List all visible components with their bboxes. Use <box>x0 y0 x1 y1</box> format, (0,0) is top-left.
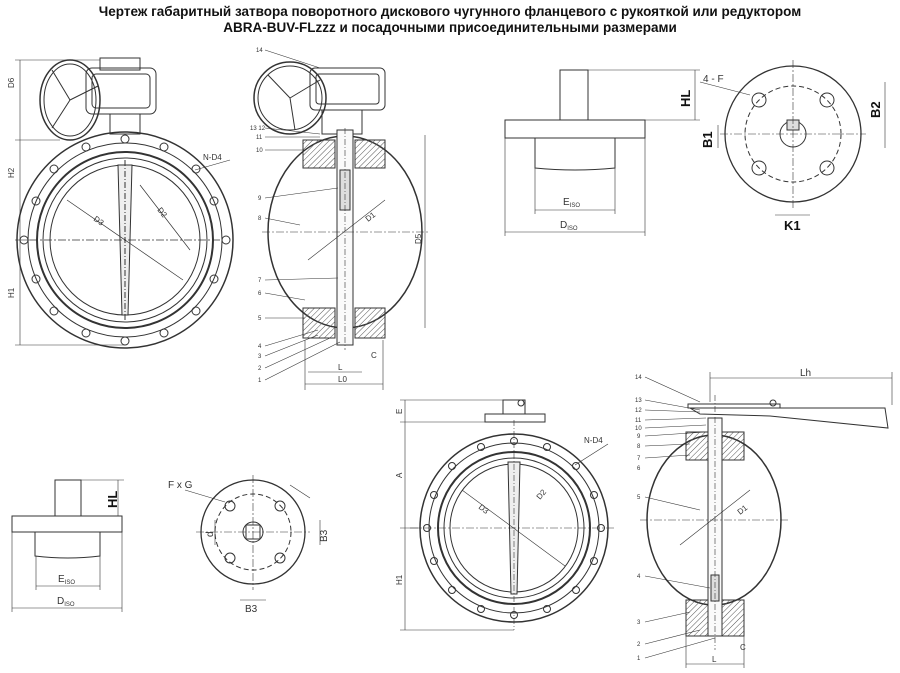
handle-mount-d-label: d <box>205 531 216 537</box>
handle-side-part-10: 10 <box>635 426 642 432</box>
gear-side-part-numbers: 14 13 12 11 10 9 8 7 6 5 4 3 2 1 <box>250 48 266 384</box>
handle-side-part-1: 1 <box>637 656 641 662</box>
gear-side-part-5: 5 <box>258 316 262 322</box>
gear-side-part-6: 6 <box>258 291 262 297</box>
handle-side-part-numbers: 14 13 12 11 10 9 8 7 6 5 4 3 2 1 <box>635 375 642 662</box>
handle-side-part-11: 11 <box>635 418 642 424</box>
handle-side-l-label: L <box>712 655 717 664</box>
handle-side-c-label: C <box>740 643 746 652</box>
handle-front-e-label: E <box>395 409 404 414</box>
gear-side-part-7: 7 <box>258 278 262 284</box>
gear-side-c-label: C <box>371 351 377 360</box>
handle-mount-b3-bottom-label: B3 <box>245 604 258 615</box>
handle-front-a-label: A <box>395 472 404 478</box>
handle-front-d2-label: D2 <box>535 487 549 501</box>
gear-side-part-3: 3 <box>258 354 262 360</box>
gear-mount-view <box>699 60 886 216</box>
gear-mount-4f-label: 4 - F <box>703 74 724 85</box>
gear-side-l0-label: L0 <box>338 375 347 384</box>
gear-side-l-label: L <box>338 363 343 372</box>
lever-handle <box>688 407 889 429</box>
handle-front-view <box>400 399 615 631</box>
handle-bolt-holes <box>423 437 605 619</box>
gear-side-part-1: 1 <box>258 378 262 384</box>
gear-front-h2-label: H2 <box>7 167 16 178</box>
handle-side-part-5: 5 <box>637 495 641 501</box>
title-line-1: Чертеж габаритный затвора поворотного ди… <box>98 4 802 19</box>
gear-side-part-11: 11 <box>256 135 263 141</box>
handle-side-part-13: 13 <box>635 398 642 404</box>
handle-front-n-d4-label: N-D4 <box>584 436 603 445</box>
gear-side-view <box>253 49 430 390</box>
gear-flange-d-label: DISO <box>560 220 578 232</box>
handle-side-part-4: 4 <box>637 574 641 580</box>
handle-side-part-3: 3 <box>637 620 641 626</box>
gear-front-h1-label: H1 <box>7 287 16 298</box>
gear-flange-view <box>504 69 700 236</box>
handle-side-part-2: 2 <box>637 642 641 648</box>
handle-side-part-7: 7 <box>637 456 641 462</box>
gear-flange-hl-label: HL <box>678 90 693 107</box>
handle-side-part-12: 12 <box>635 408 642 414</box>
handle-mount-view <box>184 475 321 601</box>
gear-side-part-13-12: 13 12 <box>250 126 266 132</box>
handle-mount-b3-right-label: B3 <box>319 529 330 542</box>
bolt-holes <box>19 134 231 346</box>
handle-side-part-6: 6 <box>637 466 641 472</box>
gear-mount-b2-label: B2 <box>868 101 883 118</box>
handle-flange-e-label: EISO <box>58 574 75 586</box>
gear-side-d5-label: D5 <box>414 233 423 244</box>
gear-front-view <box>15 57 234 349</box>
handle-mount-fxg-label: F x G <box>168 480 193 491</box>
gear-front-d6-label: D6 <box>7 77 16 88</box>
gear-front-n-d4-label: N-D4 <box>203 153 222 162</box>
gear-front-d3-label: D3 <box>92 214 106 228</box>
gear-side-part-8: 8 <box>258 216 262 222</box>
handle-side-part-14: 14 <box>635 375 642 381</box>
gear-side-part-2: 2 <box>258 366 262 372</box>
title-line-2: ABRA-BUV-FLzzz и посадочными присоединит… <box>223 20 677 35</box>
gear-side-part-4: 4 <box>258 344 262 350</box>
drawing-title: Чертеж габаритный затвора поворотного ди… <box>0 4 900 36</box>
handle-side-d1-label: D1 <box>736 503 750 517</box>
handle-front-d3-label: D3 <box>477 502 491 516</box>
handle-side-lh-label: Lh <box>800 368 811 379</box>
handle-side-part-8: 8 <box>637 444 641 450</box>
handle-side-view <box>640 372 893 668</box>
gear-side-part-14: 14 <box>256 48 263 54</box>
gear-flange-e-label: EISO <box>563 197 580 209</box>
handle-flange-hl-label: HL <box>105 491 120 508</box>
handle-flange-d-label: DISO <box>57 596 75 608</box>
handle-side-part-9: 9 <box>637 434 641 440</box>
gear-mount-k1-label: K1 <box>784 218 801 233</box>
gear-mount-b1-label: B1 <box>700 131 715 148</box>
handle-flange-view <box>11 479 124 612</box>
handle-front-h1-label: H1 <box>395 574 404 585</box>
gear-side-d1-label: D1 <box>364 210 378 224</box>
handwheel <box>39 57 157 141</box>
gear-side-part-9: 9 <box>258 196 262 202</box>
gear-side-part-10: 10 <box>256 148 263 154</box>
